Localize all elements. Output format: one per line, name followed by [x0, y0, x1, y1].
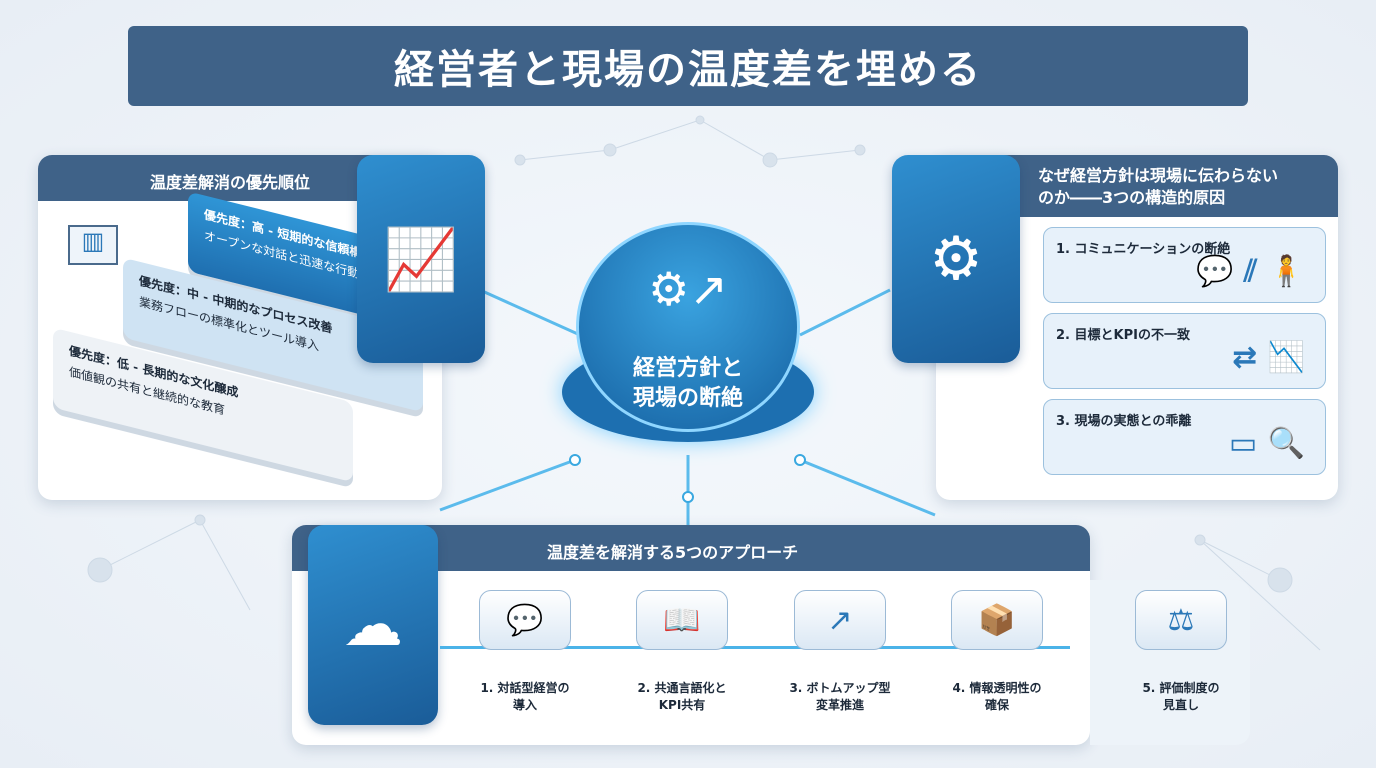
step-label-line1: 4. 情報透明性の [952, 681, 1042, 695]
page-title: 経営者と現場の温度差を埋める [128, 26, 1248, 106]
step-label-line2: 変革推進 [815, 698, 864, 712]
cloud-handshake-icon: ☁ [308, 525, 438, 725]
cause-label: 1. コミュニケーションの断絶 [1056, 242, 1231, 257]
approach-step: 📖 2. 共通言語化と KPI共有 [627, 590, 737, 714]
step-label-line2: 導入 [512, 698, 537, 712]
cause-item: 1. コミュニケーションの断絶💬 ⫽ 🧍 [1043, 227, 1326, 303]
rising-arrow-icon: ↗ [794, 590, 886, 650]
central-hub: ⚙↗ 経営方針と 現場の断絶 [562, 222, 814, 452]
chart-board-icon: ▥ [68, 225, 118, 265]
approach-step: 💬 1. 対話型経営の導入 [470, 590, 580, 714]
diverging-arrows-icon: ⇄ 📉 [1232, 340, 1305, 375]
causes-heading-line2: のか――3つの構造的原因 [1038, 188, 1226, 207]
meeting-icon: 💬 [479, 590, 571, 650]
book-dashboard-icon: 📖 [636, 590, 728, 650]
speech-bubbles-icon: 💬 ⫽ 🧍 [1196, 254, 1305, 289]
step-label-line1: 1. 対話型経営の [480, 681, 570, 695]
approach-step: ⚖ 5. 評価制度の見直し [1126, 590, 1236, 714]
approach-step: ↗ 3. ボトムアップ型変革推進 [785, 590, 895, 714]
hub-label-2: 現場の断絶 [632, 386, 743, 411]
magnifier-icon: ▭ 🔍 [1228, 426, 1305, 461]
cause-item: 3. 現場の実態との乖離 ▭ 🔍 [1043, 399, 1326, 475]
growth-chart-icon: 📈 [357, 155, 485, 363]
hub-label-1: 経営方針と [632, 356, 743, 381]
step-label-line1: 3. ボトムアップ型 [789, 681, 891, 695]
step-label-line2: 見直し [1162, 698, 1199, 712]
gears-icon: ⚙ [892, 155, 1020, 363]
open-box-icon: 📦 [951, 590, 1043, 650]
flow-arrow [440, 646, 1070, 649]
cause-label: 2. 目標とKPIの不一致 [1056, 328, 1190, 343]
cause-label: 3. 現場の実態との乖離 [1056, 414, 1192, 429]
step-label-line2: KPI共有 [658, 698, 706, 712]
causes-heading-line1: なぜ経営方針は現場に伝わらない [1038, 166, 1279, 185]
step-label-line1: 5. 評価制度の [1142, 681, 1220, 695]
cause-item: 2. 目標とKPIの不一致 ⇄ 📉 [1043, 313, 1326, 389]
gears-arrow-icon: ⚙↗ [648, 262, 728, 316]
approach-step: 📦 4. 情報透明性の確保 [942, 590, 1052, 714]
step-label-line2: 確保 [984, 698, 1009, 712]
step-label-line1: 2. 共通言語化と [637, 681, 727, 695]
scales-icon: ⚖ [1135, 590, 1227, 650]
